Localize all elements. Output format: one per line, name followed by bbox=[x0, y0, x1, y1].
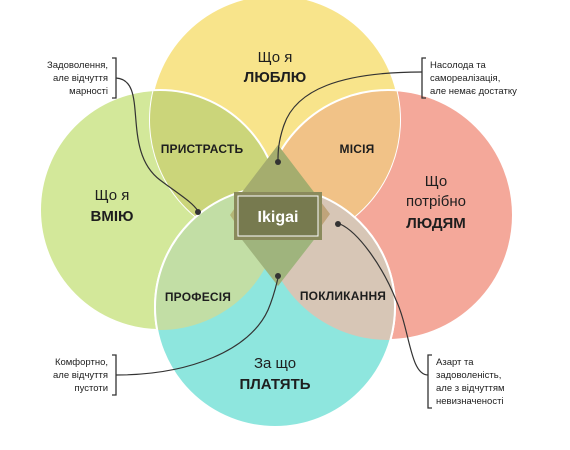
paid-label-line1: За що bbox=[254, 355, 296, 372]
note-top-right-line3: але немає достатку bbox=[430, 86, 517, 97]
profession-label: ПРОФЕСІЯ bbox=[165, 290, 231, 304]
ikigai-label: Ikigai bbox=[258, 209, 299, 226]
note-bottom-right: Азарт та задоволеність, але з відчуттям … bbox=[335, 221, 505, 409]
note-bottom-right-leader bbox=[339, 223, 429, 376]
note-top-right-line1: Насолода та bbox=[430, 60, 487, 71]
note-top-left-line3: марності bbox=[69, 86, 108, 97]
note-bottom-right-dot bbox=[335, 221, 341, 227]
note-bottom-right-line1: Азарт та bbox=[436, 357, 474, 368]
note-bottom-left-line1: Комфортно, bbox=[55, 357, 108, 368]
good-label-line1: Що я bbox=[95, 187, 130, 204]
vocation-label: ПОКЛИКАННЯ bbox=[300, 289, 386, 303]
note-top-right-dot bbox=[275, 159, 281, 165]
note-bottom-right-line4: невизначеності bbox=[436, 396, 504, 407]
ikigai-center-box bbox=[237, 195, 319, 237]
world-label-line3: ЛЮДЯМ bbox=[406, 215, 466, 232]
love-label-line1: Що я bbox=[258, 49, 293, 66]
love-label-line2: ЛЮБЛЮ bbox=[244, 69, 306, 86]
note-top-left-line1: Задоволення, bbox=[47, 60, 108, 71]
mission-label: МІСІЯ bbox=[340, 142, 375, 156]
note-top-left-line2: але відчуття bbox=[53, 73, 108, 84]
world-label-line2: потрібно bbox=[406, 193, 466, 210]
world-label-line1: Що bbox=[425, 173, 447, 190]
note-top-right-bracket bbox=[421, 57, 426, 99]
note-bottom-left-bracket bbox=[112, 354, 117, 396]
note-bottom-left-leader bbox=[115, 277, 279, 376]
note-top-right-leader bbox=[277, 71, 423, 161]
passion-label: ПРИСТРАСТЬ bbox=[161, 142, 244, 156]
paid-label-line2: ПЛАТЯТЬ bbox=[239, 376, 310, 393]
note-top-left-leader bbox=[115, 77, 199, 212]
note-bottom-left-line2: але відчуття bbox=[53, 370, 108, 381]
note-top-left-dot bbox=[195, 209, 201, 215]
note-top-right: Насолода та самореалізація, але немає до… bbox=[275, 57, 517, 165]
note-bottom-left-line3: пустоти bbox=[74, 383, 108, 394]
good-label-line2: ВМІЮ bbox=[91, 208, 134, 225]
note-top-right-line2: самореалізація, bbox=[430, 73, 500, 84]
note-bottom-right-line3: але з відчуттям bbox=[436, 383, 505, 394]
note-bottom-left-dot bbox=[275, 273, 281, 279]
note-bottom-right-bracket bbox=[427, 354, 432, 409]
center-region bbox=[230, 145, 330, 286]
note-bottom-left: Комфортно, але відчуття пустоти bbox=[53, 273, 281, 396]
note-top-left-bracket bbox=[112, 57, 117, 99]
note-top-left: Задоволення, але відчуття марності bbox=[47, 57, 201, 215]
note-bottom-right-line2: задоволеність, bbox=[436, 370, 501, 381]
